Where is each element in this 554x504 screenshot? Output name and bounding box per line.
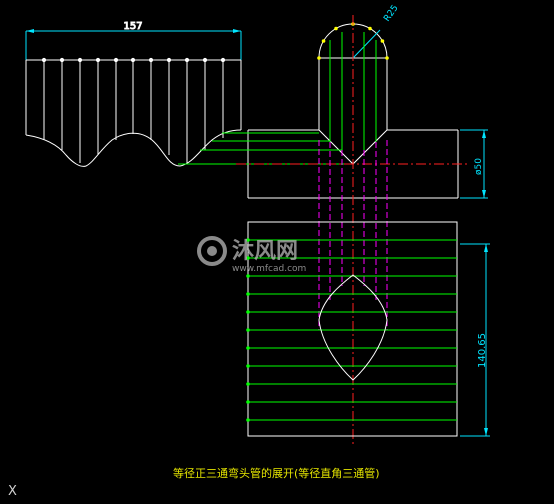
development-dot xyxy=(246,346,250,350)
development-dot xyxy=(246,274,250,278)
unrolled-pattern: 157 xyxy=(25,21,242,167)
generator-dot xyxy=(220,57,226,63)
hidden-lines xyxy=(318,140,388,330)
development-dot xyxy=(246,238,250,242)
watermark-url: www.mfcad.com xyxy=(232,264,306,274)
section-division-dots xyxy=(317,22,389,60)
development-dot xyxy=(246,292,250,296)
generator-dot xyxy=(41,57,47,63)
development-dot xyxy=(246,310,250,314)
watermark: 沐风网 www.mfcad.com xyxy=(197,236,306,274)
section-division-dot xyxy=(368,26,372,31)
section-division-dot xyxy=(385,56,389,60)
generator-dot xyxy=(130,57,136,63)
section-division-dot xyxy=(334,26,338,31)
section-division-dot xyxy=(321,39,326,43)
development-dot xyxy=(246,328,250,332)
tee-front-view: R25 ø50 xyxy=(178,3,488,444)
branch-opening-curve xyxy=(318,274,388,381)
development-dots xyxy=(246,238,250,422)
development-dot xyxy=(246,382,250,386)
watermark-brand: 沐风网 xyxy=(232,239,298,264)
generator-dots xyxy=(41,57,226,63)
radius-leader xyxy=(352,29,381,59)
development-dot xyxy=(246,400,250,404)
development-dot xyxy=(246,418,250,422)
development-dot xyxy=(246,364,250,368)
development-dot xyxy=(246,256,250,260)
development-lines xyxy=(248,239,457,421)
generator-dot xyxy=(148,57,154,63)
section-division-dot xyxy=(380,39,385,43)
generator-dot xyxy=(166,57,172,63)
generator-dot xyxy=(113,57,119,63)
width-dimension-label: 157 xyxy=(123,21,142,32)
mfcad-logo-icon xyxy=(197,236,227,266)
diameter-dimension-label: ø50 xyxy=(474,158,484,175)
drawing-caption: 等径正三通弯头管的展开(等径直角三通管) xyxy=(173,467,380,480)
generator-dot xyxy=(59,57,65,63)
width-dimension xyxy=(25,29,242,60)
generator-dot xyxy=(184,57,190,63)
generator-dot xyxy=(202,57,208,63)
generator-dot xyxy=(95,57,101,63)
generator-lines xyxy=(43,60,224,163)
section-division-dot xyxy=(317,56,321,60)
pattern-bottom-curve xyxy=(25,129,242,167)
main-pipe-development: 140.65 xyxy=(246,221,490,437)
radius-dimension-label: R25 xyxy=(382,3,400,23)
generator-dot xyxy=(77,57,83,63)
ucs-axis-label: X xyxy=(8,484,17,499)
height-dimension-label: 140.65 xyxy=(477,333,488,368)
